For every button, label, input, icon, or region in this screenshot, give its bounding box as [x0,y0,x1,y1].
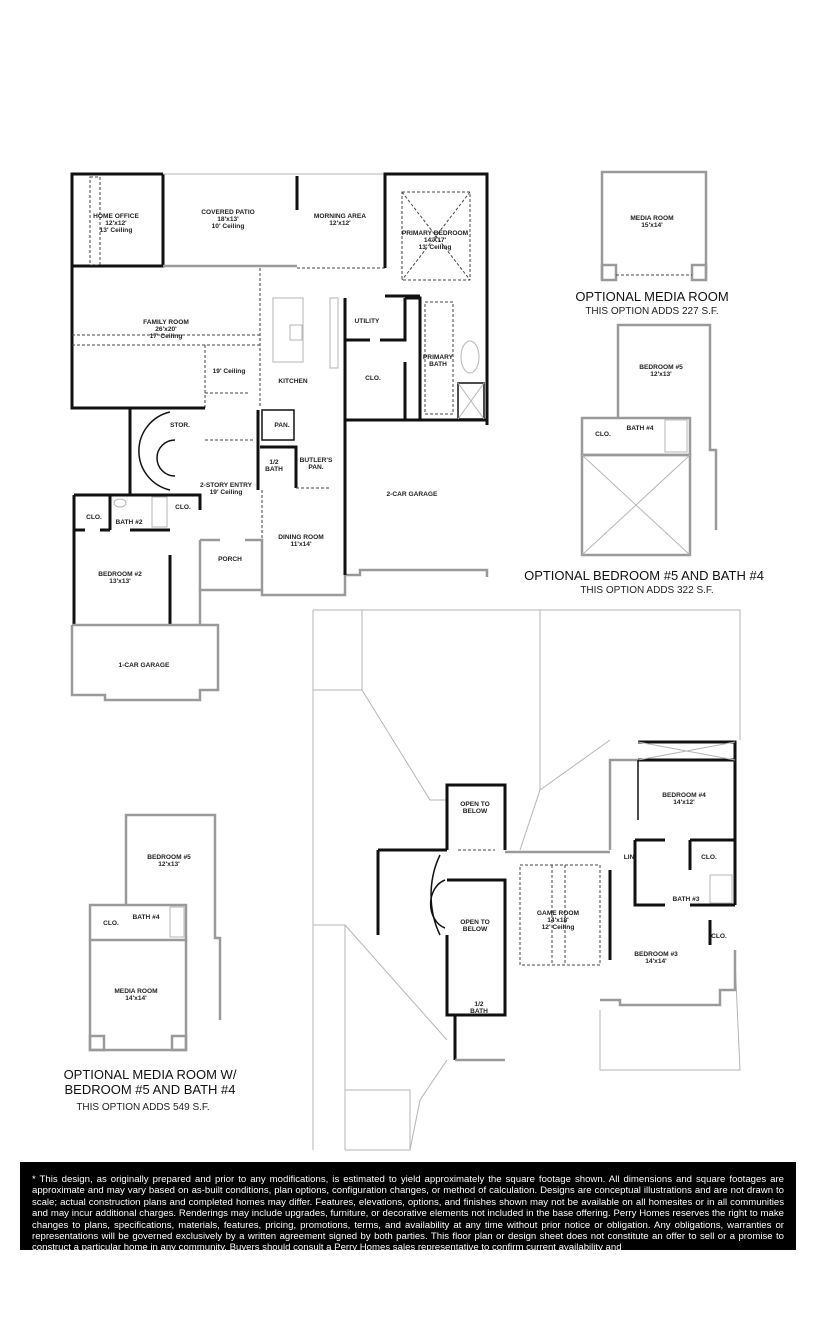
bedroom3-label: BEDROOM #3 [634,951,678,958]
option-bedroom5-adds: THIS OPTION ADDS 322 S.F. [580,585,713,596]
option-media-room-label: MEDIA ROOM [630,215,674,222]
option-bedroom5-label: BEDROOM #5 [639,364,683,371]
storage-label: STOR. [170,422,190,429]
primary-bedroom-size: 14'X17' [424,237,447,244]
bedroom2-size: 13'x13' [109,578,131,585]
bedroom3-size: 14'x14' [645,958,667,965]
upper-floor-plan [376,740,737,1062]
primary-bedroom-ceiling: 13' Ceiling [419,244,452,251]
family-room-label: FAMILY ROOM [143,319,189,326]
option-combo-adds: THIS OPTION ADDS 549 S.F. [76,1102,209,1113]
option-combo-media-label: MEDIA ROOM [114,988,158,995]
option-combo-bath4: BATH #4 [133,914,160,921]
dining-room-size: 11'x14' [290,541,312,548]
family-room-ceiling: 17' Ceiling [150,333,183,340]
option-bedroom5-title: OPTIONAL BEDROOM #5 AND BATH #4 [524,568,764,583]
option-combo-title-2: BEDROOM #5 AND BATH #4 [65,1082,236,1097]
primary-closet-label: CLO. [365,375,381,382]
morning-area-label: MORNING AREA [314,213,366,220]
covered-patio-label: COVERED PATIO [201,209,255,216]
disclaimer-text: * This design, as originally prepared an… [32,1174,784,1250]
option-combo-title-1: OPTIONAL MEDIA ROOM W/ [64,1067,237,1082]
pantry-label: PAN. [274,422,289,429]
bath3-label: BATH #3 [673,896,700,903]
open-to-below-2-line2: BELOW [463,926,488,933]
main-floor-plan [70,172,489,702]
roof-outline [312,609,741,1151]
two-car-garage-label: 2-CAR GARAGE [387,491,439,498]
option-media-bedroom5-plan [88,813,222,1052]
half-bath-label-1: 1/2 [269,459,278,466]
option-bedroom5-closet: CLO. [595,431,611,438]
option-combo-closet: CLO. [103,920,119,927]
option-combo-bedroom5-label: BEDROOM #5 [147,854,191,861]
game-room-label: GAME ROOM [537,910,580,917]
bedroom4-closet-label: CLO. [701,854,717,861]
linen-label: LIN. [624,854,637,861]
entry-ceiling: 19' Ceiling [210,489,243,496]
kitchen-label: KITCHEN [278,378,308,385]
bath2-label: BATH #2 [116,519,143,526]
game-room-ceiling: 12' Ceiling [542,924,575,931]
one-car-garage-label: 1-CAR GARAGE [119,662,171,669]
option-bedroom5-plan [580,323,718,557]
ceiling-19-label: 19' Ceiling [213,368,246,375]
disclaimer-box: * This design, as originally prepared an… [20,1162,796,1250]
morning-area-size: 12'x12' [329,220,351,227]
bedroom2-closet-label: CLO. [86,514,102,521]
porch-label: PORCH [218,556,242,563]
option-bedroom5-size: 12'x13' [650,371,672,378]
upper-half-bath-label-1: 1/2 [474,1001,483,1008]
bedroom4-size: 14'x12' [673,799,695,806]
covered-patio-size: 18'x13' [217,216,239,223]
option-media-room-size: 15'x14' [641,222,663,229]
game-room-size: 14'x18' [547,917,569,924]
primary-bath-label-2: BATH [429,361,447,368]
dining-room-label: DINING ROOM [278,534,324,541]
option-bath4-label: BATH #4 [627,425,654,432]
utility-label: UTILITY [355,318,381,325]
home-office-label: HOME OFFICE [93,213,139,220]
option-media-room-plan [600,170,708,282]
open-to-below-2-line1: OPEN TO [460,919,490,926]
option-media-room-title: OPTIONAL MEDIA ROOM [575,289,728,304]
home-office-ceiling: 13' Ceiling [100,227,133,234]
upper-half-bath-label-2: BATH [470,1008,488,1015]
covered-patio-ceiling: 10' Ceiling [212,223,245,230]
butlers-pantry-label-1: BUTLER'S [300,457,333,464]
half-bath-label-2: BATH [265,466,283,473]
option-combo-bedroom5-size: 12'x13' [158,861,180,868]
open-to-below-1-line1: OPEN TO [460,801,490,808]
entry-closet-label: CLO. [175,504,191,511]
open-to-below-1-line2: BELOW [463,808,488,815]
bedroom3-closet-label: CLO. [711,933,727,940]
home-office-size: 12'x12' [105,220,127,227]
primary-bedroom-label: PRIMARY BEDROOM [402,230,469,237]
bedroom2-label: BEDROOM #2 [98,571,142,578]
primary-bath-label-1: PRIMARY [423,354,454,361]
entry-label: 2-STORY ENTRY [200,482,253,489]
butlers-pantry-label-2: PAN. [308,464,323,471]
bedroom4-label: BEDROOM #4 [662,792,706,799]
option-media-room-adds: THIS OPTION ADDS 227 S.F. [585,306,718,317]
option-combo-media-size: 14'x14' [125,995,147,1002]
family-room-size: 26'x20' [155,326,177,333]
